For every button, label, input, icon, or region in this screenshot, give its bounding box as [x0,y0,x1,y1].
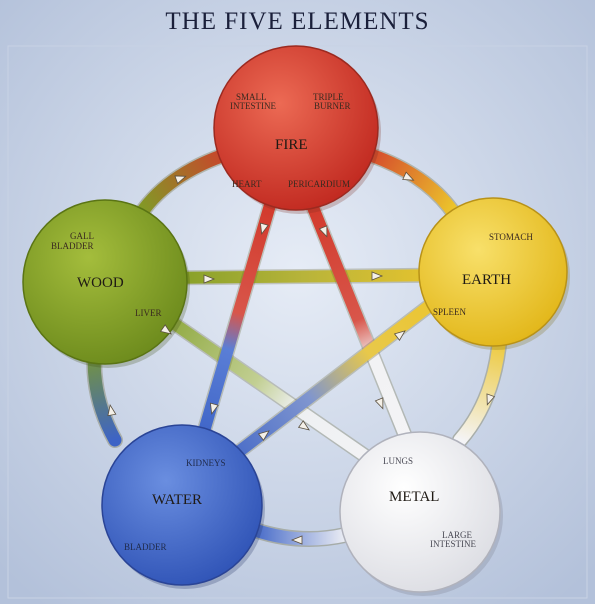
arrow-icon [318,225,328,238]
fire-label: FIRE [275,137,308,153]
water-organ-bladder: BLADDER [124,542,167,552]
fire-organ-burner: BURNER [314,101,351,111]
fire-organ-triple: TRIPLE [313,92,344,102]
fire-sphere [213,45,379,211]
arrow-icon [402,171,415,181]
arrow-icon [209,402,219,415]
metal-organ-intestine: INTESTINE [430,539,476,549]
arrow-icon [393,330,406,341]
earth-organ-stomach: STOMACH [489,232,533,242]
arrow-icon [371,271,384,281]
water-sphere [101,424,263,586]
flow-arrows [107,171,496,545]
earth-label: EARTH [462,272,512,288]
earth-organ-spleen: SPLEEN [433,307,467,317]
fire-organ-pericardium: PERICARDIUM [288,179,351,189]
wood-organ-bladder: BLADDER [51,241,94,251]
fire-organ-heart: HEART [232,179,262,189]
wood-label: WOOD [77,275,124,291]
water-to-earth-path [209,284,456,476]
metal-sphere [339,431,501,593]
metal-label: METAL [389,489,440,505]
arrow-icon [297,420,310,431]
arrow-icon [203,274,216,284]
arrow-icon [257,430,270,441]
wood-to-earth-path [154,269,456,284]
arrow-icon [290,535,303,545]
metal-organ-large: LARGE [442,530,472,540]
earth-sphere [418,197,568,347]
wood-organ-liver: LIVER [135,308,162,318]
wood-sphere [22,199,188,365]
arrow-icon [374,397,384,410]
water-label: WATER [152,492,202,508]
fire-organ-intestine: INTESTINE [230,101,276,111]
arrow-icon [159,324,172,335]
arrow-icon [174,175,187,185]
element-spheres [22,45,570,596]
arrow-icon [486,393,496,406]
arrow-icon [107,404,117,417]
fire-to-metal-path [306,199,421,466]
wood-to-metal-path [134,294,406,486]
wood-organ-gall: GALL [70,231,94,241]
fire-organ-small: SMALL [236,92,267,102]
metal-organ-lungs: LUNGS [383,456,414,466]
arrow-icon [259,222,269,235]
page-title: THE FIVE ELEMENTS [165,8,430,35]
water-organ-kidneys: KIDNEYS [186,458,226,468]
